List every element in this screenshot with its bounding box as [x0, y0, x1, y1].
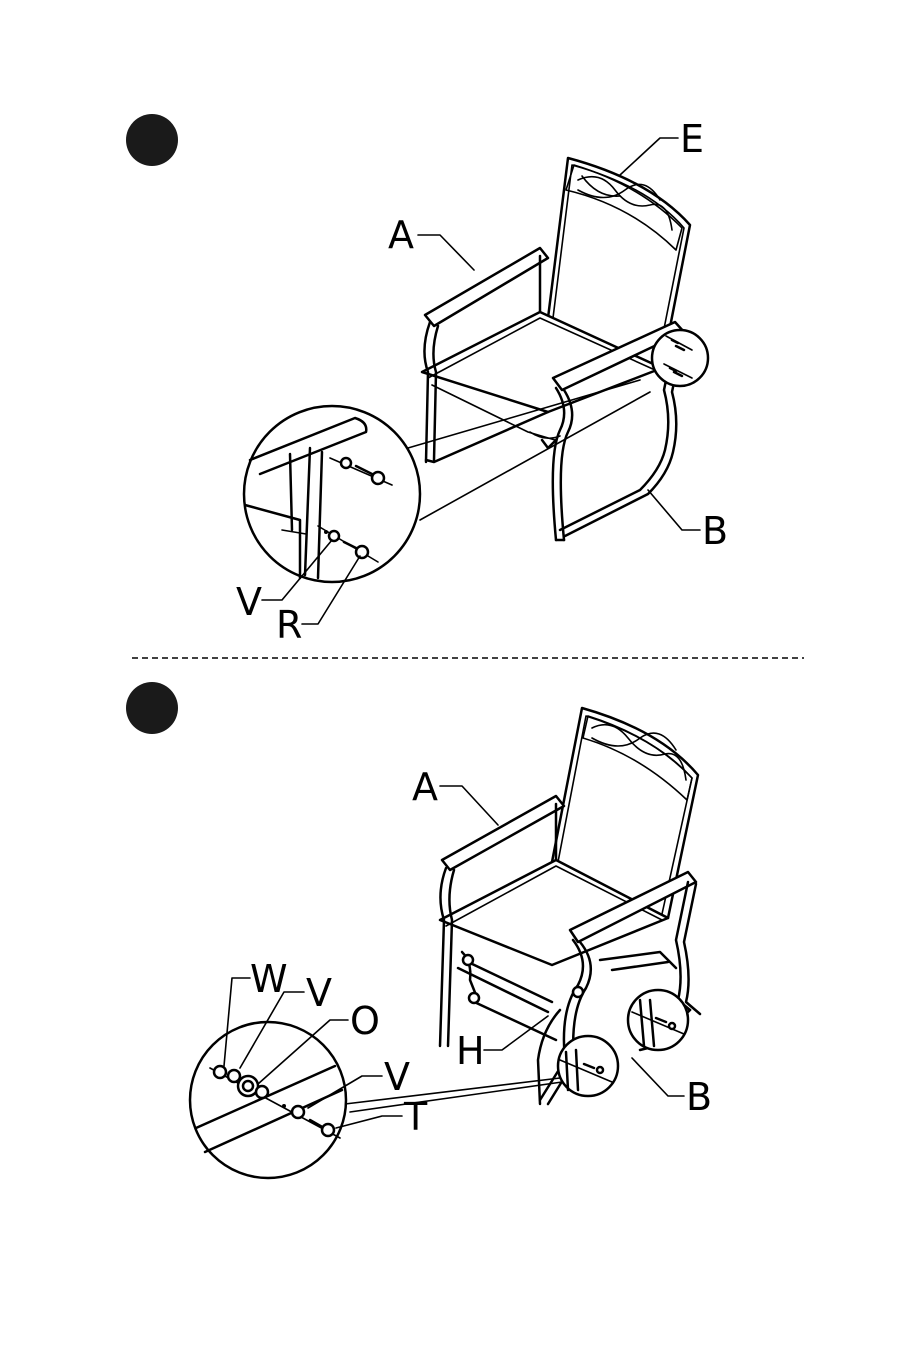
chair-1-left-armrest: [425, 248, 548, 326]
label-A: A: [388, 213, 414, 257]
step-1: E A B V R: [126, 114, 728, 647]
step-1-detail-circle: [244, 406, 420, 582]
label-A: A: [412, 765, 438, 809]
chair-1: [408, 158, 690, 540]
leader-E: [620, 138, 678, 175]
leader-B: [648, 490, 700, 530]
label-T: T: [403, 1095, 428, 1139]
leader-A: [418, 235, 474, 270]
leader-A: [440, 786, 498, 825]
label-E: E: [680, 117, 704, 161]
leader-B: [632, 1058, 684, 1096]
step-2-callout-left: [558, 1036, 618, 1096]
label-R: R: [276, 603, 302, 647]
step-2-marker: [126, 682, 178, 734]
label-H: H: [456, 1029, 485, 1073]
label-B: B: [702, 509, 728, 553]
label-O: O: [350, 999, 380, 1043]
label-V-lower: V: [384, 1055, 410, 1099]
step-2-callout-right: [628, 990, 688, 1050]
label-V-upper: V: [306, 971, 332, 1015]
step-2: A W V O V T H B: [126, 682, 712, 1178]
label-B: B: [686, 1075, 712, 1119]
chair-2: [345, 708, 700, 1112]
chair-2-left-armrest: [442, 796, 564, 870]
step-1-bolt-callout-small: [652, 330, 708, 386]
leader-T: [336, 1116, 402, 1128]
step-1-marker: [126, 114, 178, 166]
label-V: V: [236, 580, 262, 624]
